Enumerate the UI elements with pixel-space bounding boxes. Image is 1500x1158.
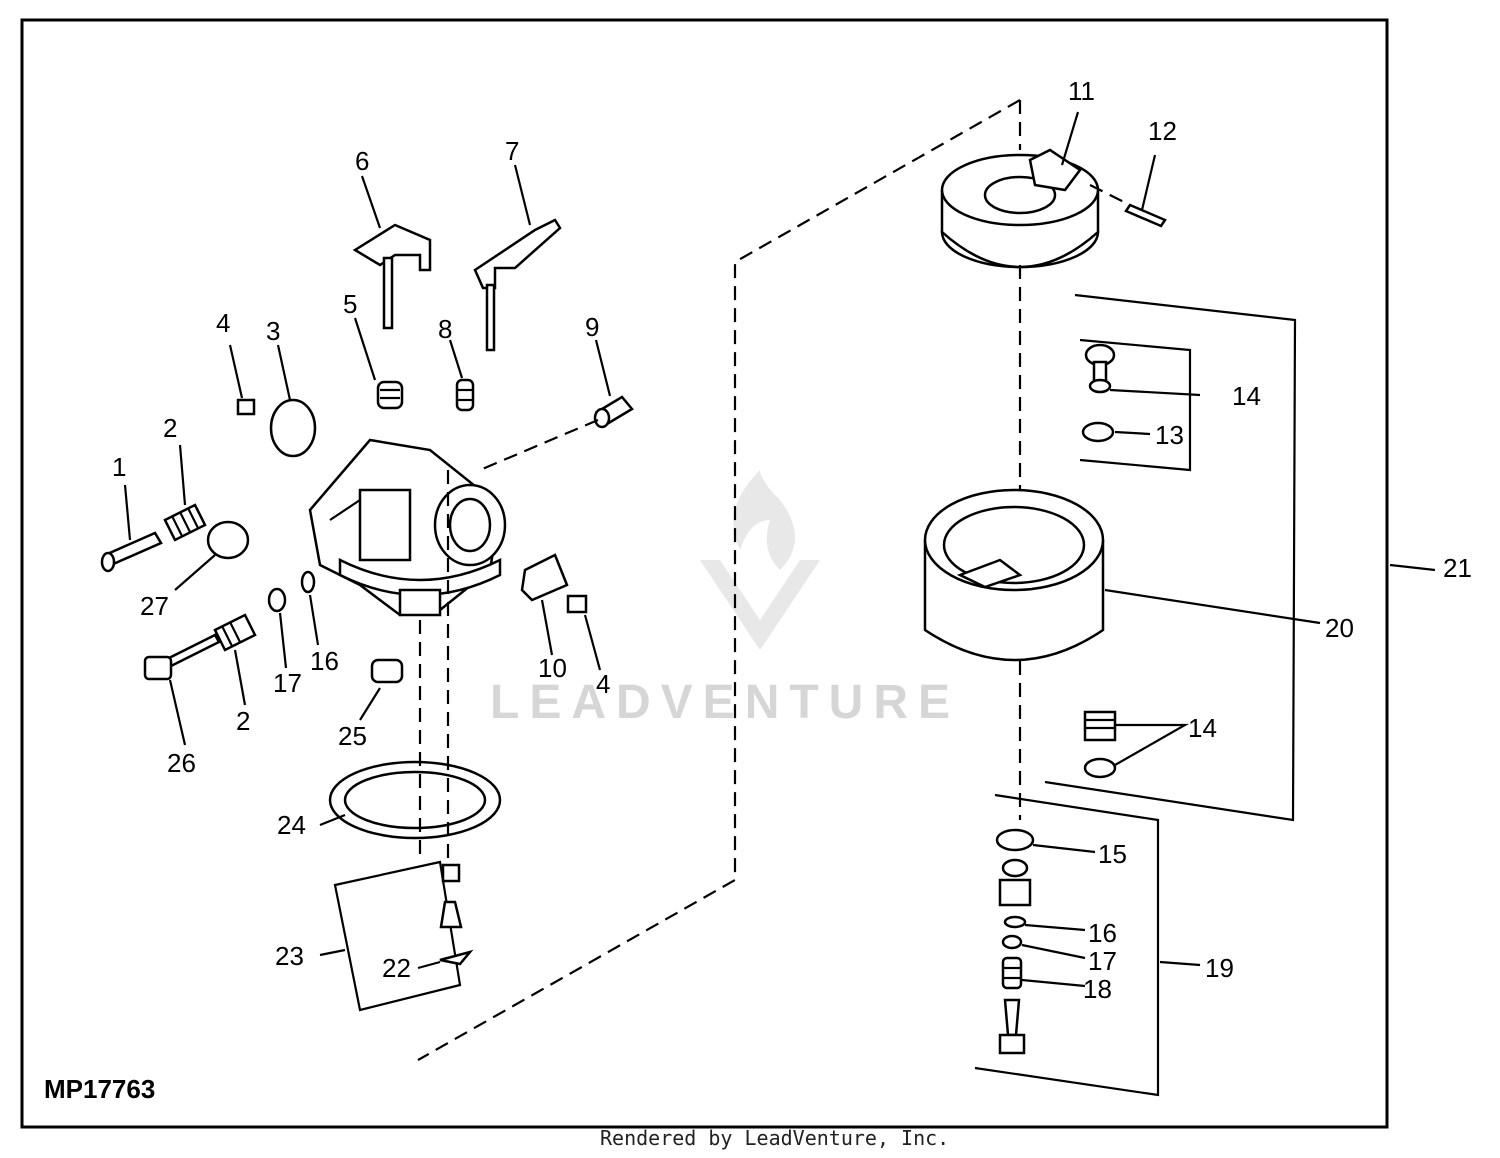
callout-15: 15: [1098, 839, 1127, 869]
part-11-float: [940, 148, 1100, 269]
part-25-float-block: [370, 658, 404, 684]
callout-5: 5: [343, 289, 357, 319]
callout-16b: 16: [1088, 918, 1117, 948]
callout-8: 8: [438, 314, 452, 344]
callout-20: 20: [1325, 613, 1354, 643]
callout-13: 13: [1155, 420, 1184, 450]
part-8-spring: [455, 378, 475, 412]
part-10-plate: [520, 553, 569, 602]
callout-1: 1: [112, 452, 126, 482]
part-4-screw-upper: [236, 398, 256, 416]
watermark-logo: [700, 470, 820, 650]
figure-reference-code: MP17763: [44, 1074, 155, 1104]
part-13-seat: [1081, 421, 1115, 443]
part-22-needle-valve: [439, 863, 474, 966]
part-19-main-jet-nut: [998, 858, 1032, 907]
part-26-mixture-needle: [143, 633, 221, 681]
part-4-screw-lower: [566, 594, 588, 614]
part-17-washer-right: [1001, 934, 1023, 950]
dashed-bowl-guide: [417, 99, 1021, 1061]
group-19-bracket: [974, 793, 1160, 1097]
callout-16: 16: [310, 646, 339, 676]
callout-22: 22: [382, 953, 411, 983]
callout-10: 10: [538, 653, 567, 683]
callout-6: 6: [355, 146, 369, 176]
group-14-bracket-upper: [1079, 338, 1192, 472]
callout-11: 11: [1068, 76, 1095, 106]
group-21-bracket: [1044, 293, 1297, 822]
diagram-frame: [20, 18, 1389, 1129]
part-14-spring-lower: [1083, 710, 1117, 779]
callout-7: 7: [505, 136, 519, 166]
part-23-needle-kit-box: [333, 860, 462, 1012]
callout-26: 26: [167, 748, 196, 778]
callout-27: 27: [140, 591, 169, 621]
callout-19: 19: [1205, 953, 1234, 983]
callout-17: 17: [273, 668, 302, 698]
footer-credit: Rendered by LeadVenture, Inc.: [600, 1126, 949, 1150]
part-9-fitting: [593, 395, 634, 429]
part-20-float-bowl: [923, 488, 1105, 662]
callout-14: 14: [1232, 381, 1261, 411]
callout-23: 23: [275, 941, 304, 971]
part-jet-screw: [998, 998, 1026, 1055]
callout-12: 12: [1148, 116, 1177, 146]
callout-4: 4: [216, 308, 230, 338]
part-6-shaft-bracket: [352, 223, 432, 330]
callout-9: 9: [585, 312, 599, 342]
carburetor-body: [308, 438, 507, 617]
callout-25: 25: [338, 721, 367, 751]
callout-14b: 14: [1188, 713, 1217, 743]
callout-4b: 4: [596, 669, 610, 699]
part-16-o-ring-left: [300, 570, 316, 594]
part-18-spring-right: [1001, 956, 1023, 990]
callout-18: 18: [1083, 974, 1112, 1004]
callout-2b: 2: [236, 706, 250, 736]
part-14-valve-upper: [1084, 343, 1116, 394]
part-3-throttle-plate: [269, 398, 317, 458]
part-15-washer: [995, 828, 1035, 852]
watermark-text: LEADVENTURE: [490, 676, 960, 729]
callout-24: 24: [277, 810, 306, 840]
part-24-gasket: [328, 760, 502, 840]
part-2-spring-upper: [163, 503, 207, 542]
callout-2: 2: [163, 413, 177, 443]
callout-21: 21: [1443, 553, 1472, 583]
part-7-lever: [473, 218, 562, 352]
part-2-spring-lower: [213, 613, 257, 652]
part-5-spring: [376, 380, 404, 410]
part-16-o-ring-right: [1003, 915, 1027, 929]
part-27-plug: [206, 520, 250, 560]
callout-17b: 17: [1088, 946, 1117, 976]
part-1-screw: [100, 531, 163, 573]
part-12-float-pin: [1124, 154, 1167, 228]
part-17-washer-left: [267, 587, 287, 613]
callout-3: 3: [266, 316, 280, 346]
